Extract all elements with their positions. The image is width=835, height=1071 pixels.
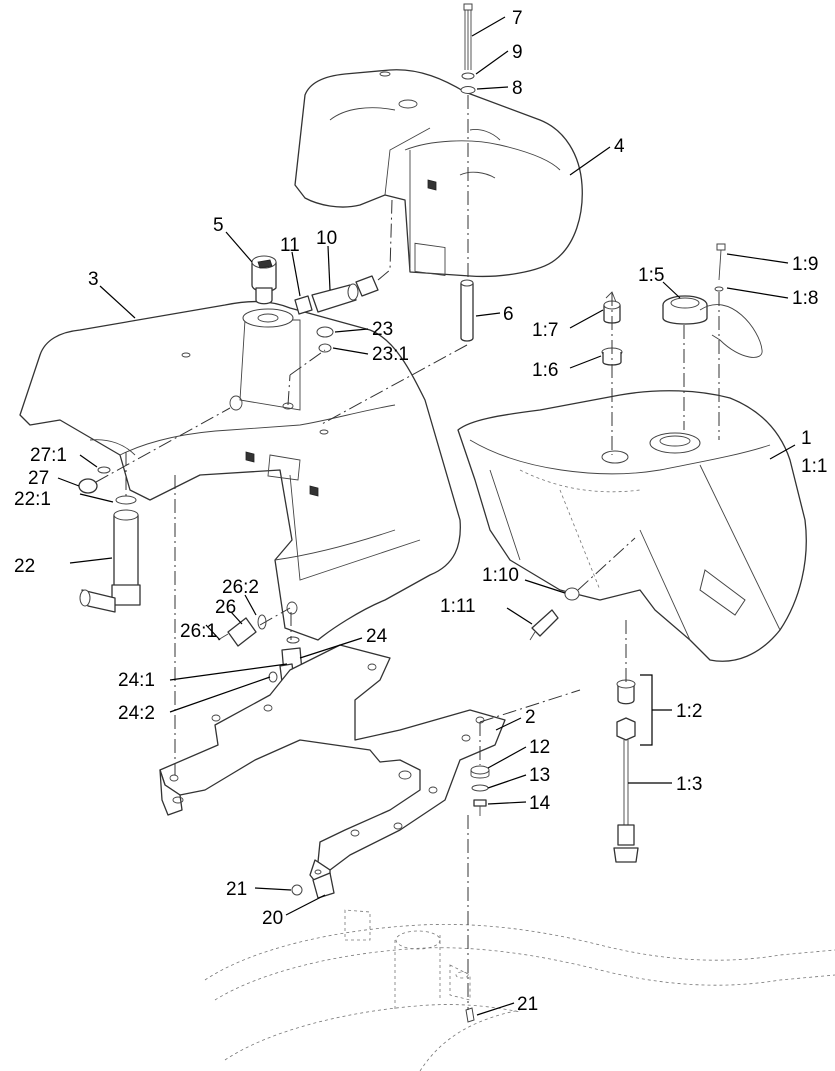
rear-cover-part-4 bbox=[294, 69, 583, 278]
frame-outline bbox=[204, 909, 835, 1071]
callout-22-1: 22:1 bbox=[14, 489, 51, 510]
callout-27-1: 27:1 bbox=[30, 445, 67, 466]
callout-10: 10 bbox=[316, 228, 337, 249]
callout-22: 22 bbox=[14, 556, 35, 577]
callout-2: 2 bbox=[525, 707, 536, 728]
fitting-part-1-7 bbox=[601, 291, 623, 366]
leader-lines bbox=[57, 16, 796, 1016]
callout-1-5: 1:5 bbox=[638, 265, 664, 286]
callout-11: 11 bbox=[280, 235, 300, 256]
tube-part-10 bbox=[294, 275, 379, 315]
bolt-part-7 bbox=[460, 3, 476, 94]
callout-4: 4 bbox=[614, 136, 625, 157]
knob-part-5 bbox=[251, 255, 277, 305]
callout-8: 8 bbox=[512, 78, 523, 99]
callout-9: 9 bbox=[512, 42, 523, 63]
callout-26: 26 bbox=[215, 597, 236, 618]
fuel-tank-part-1 bbox=[457, 390, 807, 662]
callout-20: 20 bbox=[262, 908, 283, 929]
callout-labels: 7 9 8 4 5 11 10 3 23 23:1 6 1:5 1:9 1:8 … bbox=[14, 8, 827, 1015]
callout-23-1: 23:1 bbox=[372, 344, 409, 365]
callout-23: 23 bbox=[372, 319, 393, 340]
callout-24-1: 24:1 bbox=[118, 670, 155, 691]
callout-7: 7 bbox=[512, 8, 523, 29]
callout-5: 5 bbox=[213, 215, 224, 236]
callout-13: 13 bbox=[529, 765, 550, 786]
callout-1-6: 1:6 bbox=[532, 360, 558, 381]
fitting-part-1-2 bbox=[613, 679, 639, 863]
fuel-cap-part-1-5 bbox=[662, 295, 763, 358]
callout-24: 24 bbox=[366, 626, 388, 647]
screw-part-1-9 bbox=[714, 243, 726, 292]
hardware-part-12 bbox=[470, 765, 490, 816]
callout-21-upper: 21 bbox=[226, 879, 247, 900]
grommet-part-23 bbox=[316, 326, 334, 353]
callout-1-9: 1:9 bbox=[792, 254, 818, 275]
callout-1-11: 1:11 bbox=[440, 596, 476, 617]
callout-1-1: 1:1 bbox=[801, 456, 827, 477]
callout-1-7: 1:7 bbox=[532, 320, 558, 341]
callout-1-10: 1:10 bbox=[482, 565, 519, 586]
callout-21-lower: 21 bbox=[517, 994, 538, 1015]
callout-12: 12 bbox=[529, 737, 550, 758]
sender-part-1-10 bbox=[529, 587, 580, 641]
assembly-lines bbox=[95, 95, 720, 1010]
callout-27: 27 bbox=[28, 468, 49, 489]
callout-1-8: 1:8 bbox=[792, 288, 818, 309]
callout-3: 3 bbox=[88, 269, 99, 290]
callout-6: 6 bbox=[503, 304, 514, 325]
bracket-part-20 bbox=[291, 872, 475, 1023]
spacer-part-6 bbox=[460, 279, 474, 342]
callout-26-1: 26:1 bbox=[180, 621, 217, 642]
callout-1-3: 1:3 bbox=[676, 774, 702, 795]
callout-26-2: 26:2 bbox=[222, 577, 259, 598]
callout-14: 14 bbox=[529, 793, 551, 814]
base-plate-part-2 bbox=[159, 644, 506, 886]
filter-part-22 bbox=[78, 466, 141, 613]
callout-24-2: 24:2 bbox=[118, 703, 155, 724]
console-part-3 bbox=[19, 300, 461, 641]
callout-1: 1 bbox=[801, 428, 812, 449]
callout-1-2: 1:2 bbox=[676, 701, 702, 722]
